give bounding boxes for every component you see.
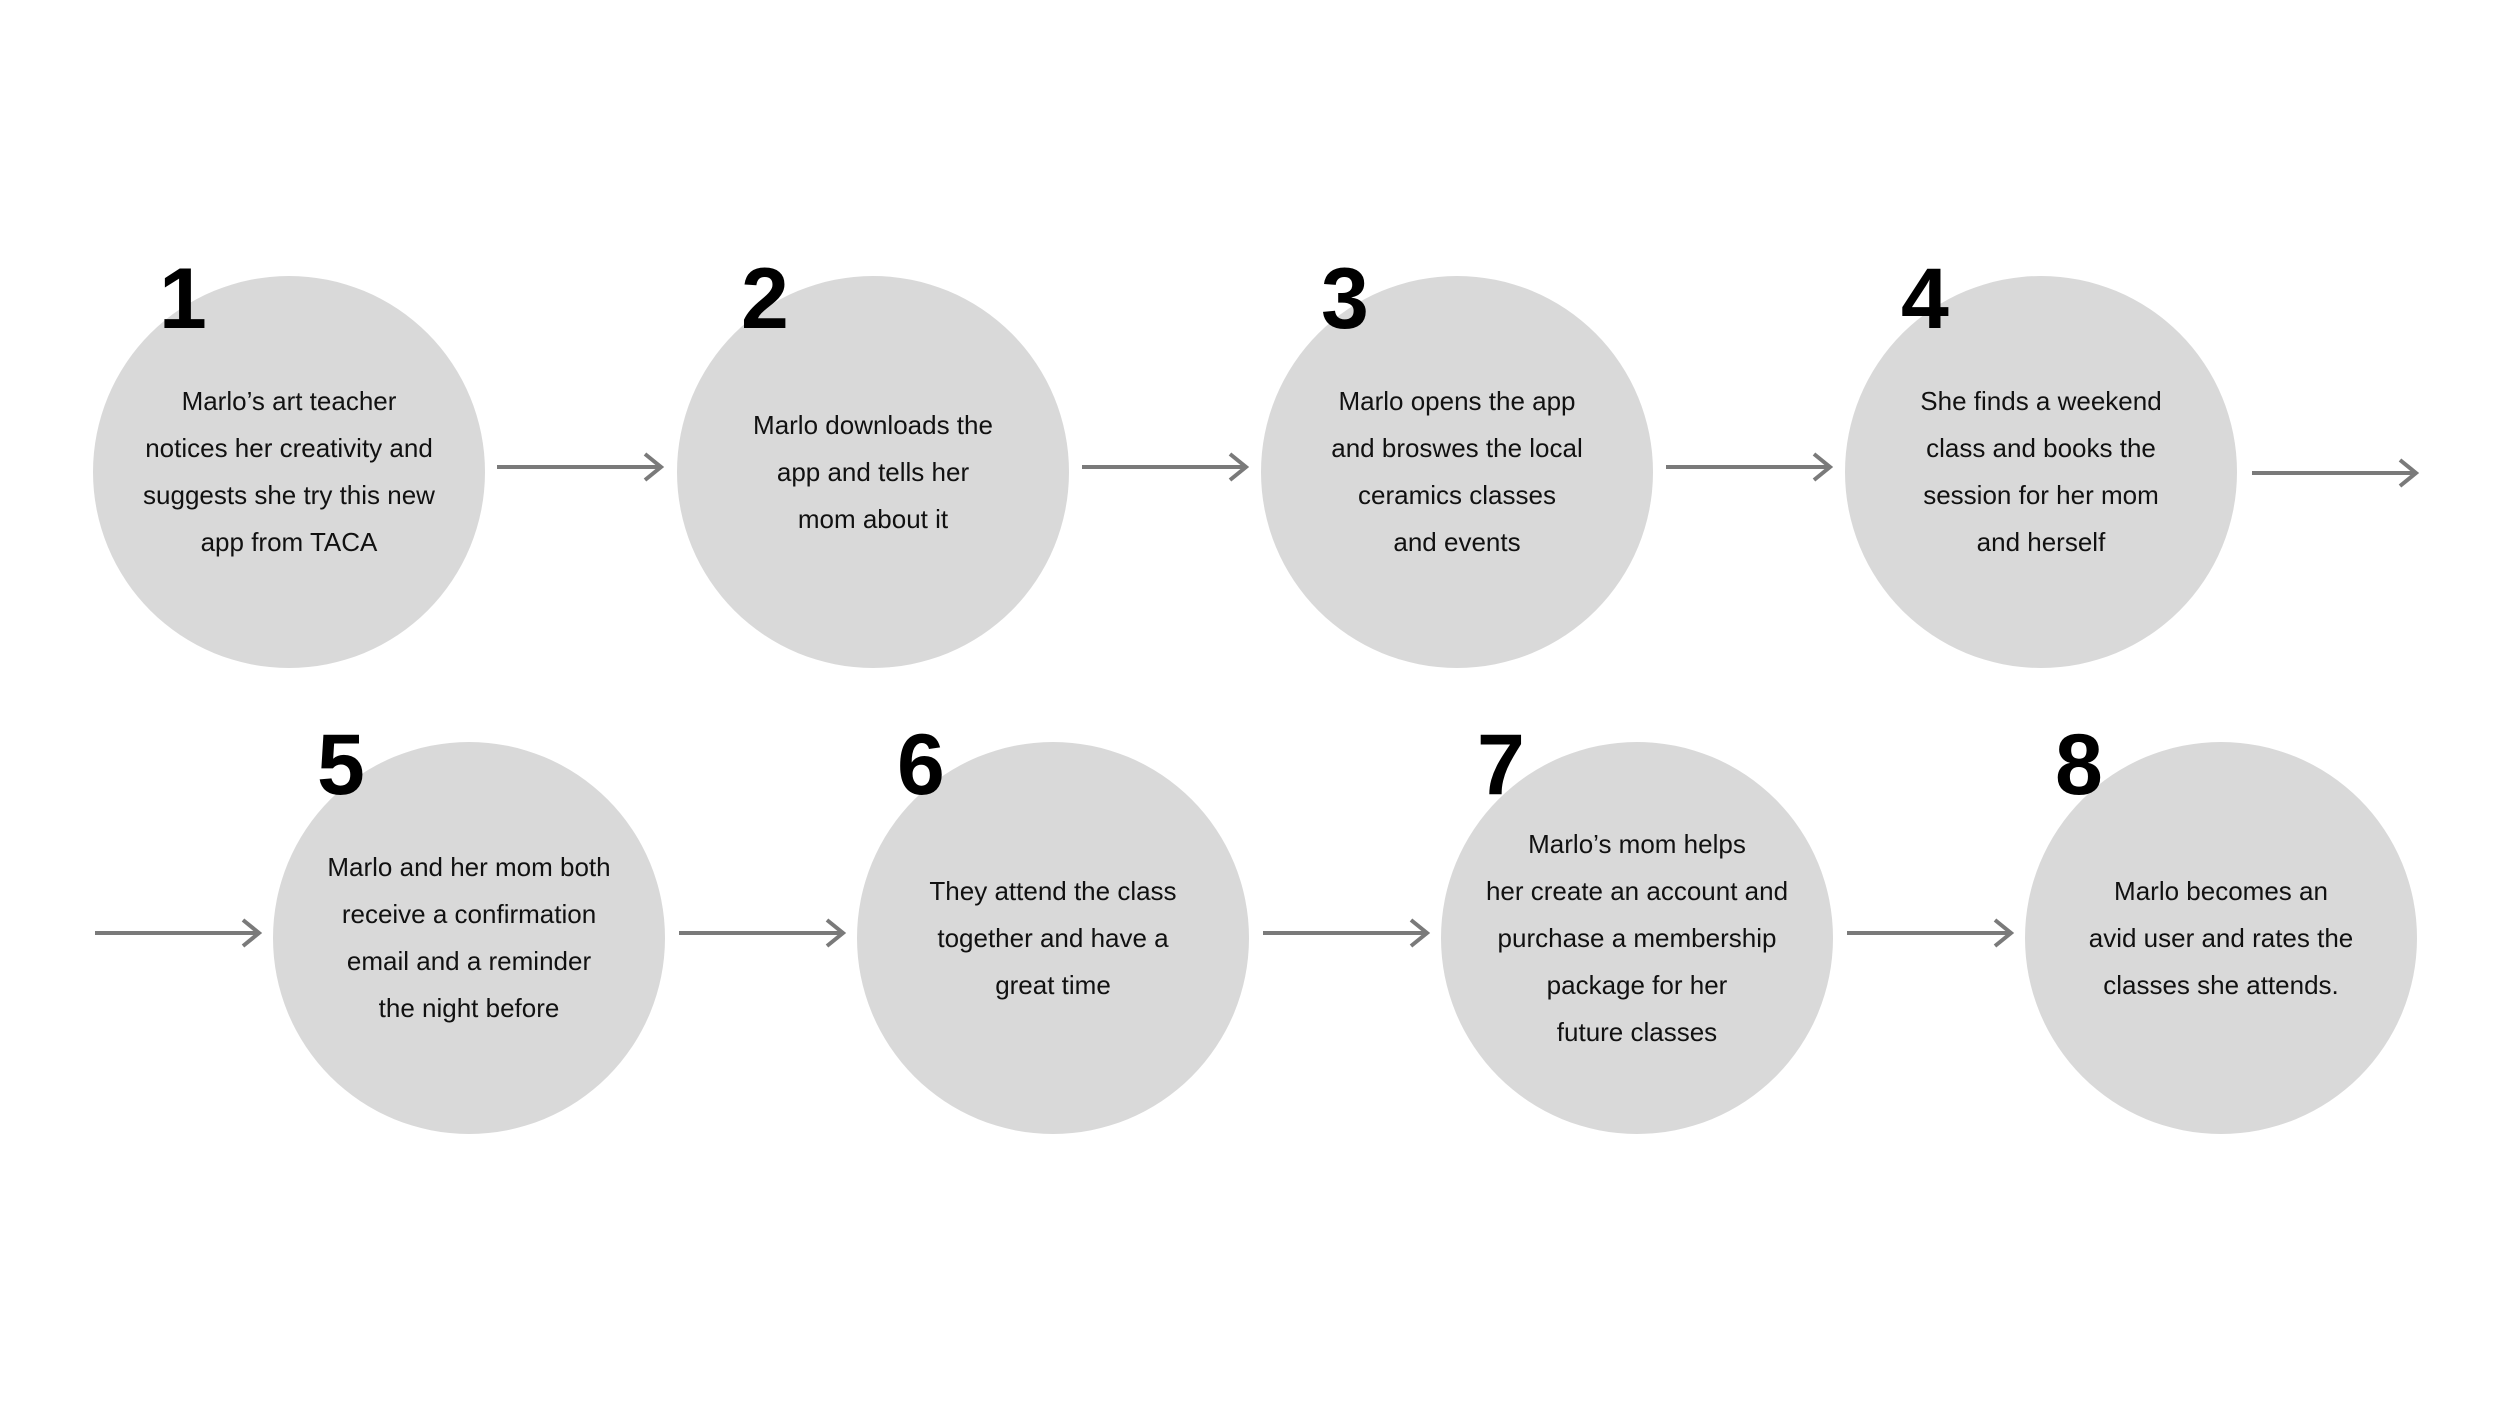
step-number: 3	[1321, 251, 1369, 347]
step-number: 7	[1477, 717, 1525, 813]
step-circle	[857, 742, 1249, 1134]
step-description: Marlo’s art teacher notices her creativi…	[143, 386, 435, 557]
arrow-right-icon	[495, 452, 667, 482]
step-description: Marlo’s mom helps her create an account …	[1485, 828, 1789, 1047]
step-number: 5	[317, 717, 365, 813]
step-circle	[1845, 276, 2237, 668]
step-8: 8 Marlo becomes an avid user and rates t…	[2025, 722, 2417, 1134]
step-circle	[1261, 276, 1653, 668]
arrow-right-icon	[1845, 918, 2017, 948]
step-6: 6 They attend the class together and hav…	[857, 722, 1249, 1134]
step-7: 7 Marlo’s mom helps her create an accoun…	[1441, 722, 1833, 1134]
step-circle	[2025, 742, 2417, 1134]
arrow-right-icon	[1261, 918, 1433, 948]
step-number: 2	[741, 251, 789, 347]
arrow-right-icon	[93, 918, 265, 948]
step-circle	[1441, 742, 1833, 1134]
step-description: Marlo opens the app and broswes the loca…	[1331, 386, 1583, 557]
step-number: 6	[897, 717, 945, 813]
step-1: 1 Marlo’s art teacher notices her creati…	[93, 256, 485, 668]
step-number: 1	[159, 251, 207, 347]
step-number: 8	[2055, 717, 2103, 813]
step-circle	[677, 276, 1069, 668]
arrow-right-icon	[2250, 458, 2422, 488]
step-2: 2 Marlo downloads the app and tells her …	[677, 256, 1069, 668]
step-5: 5 Marlo and her mom both receive a confi…	[273, 722, 665, 1134]
arrow-right-icon	[1080, 452, 1252, 482]
step-circle	[273, 742, 665, 1134]
step-4: 4 She finds a weekend class and books th…	[1845, 256, 2237, 668]
arrow-right-icon	[677, 918, 849, 948]
step-number: 4	[1901, 251, 1949, 347]
step-description: They attend the class together and have …	[929, 875, 1177, 1000]
step-description: Marlo downloads the app and tells her mo…	[753, 409, 993, 534]
arrow-right-icon	[1664, 452, 1836, 482]
step-circle	[93, 276, 485, 668]
step-description: She finds a weekend class and books the …	[1920, 386, 2162, 557]
step-description: Marlo and her mom both receive a confirm…	[327, 852, 611, 1023]
step-description: Marlo becomes an avid user and rates the…	[2088, 875, 2354, 1000]
step-3: 3 Marlo opens the app and broswes the lo…	[1261, 256, 1653, 668]
